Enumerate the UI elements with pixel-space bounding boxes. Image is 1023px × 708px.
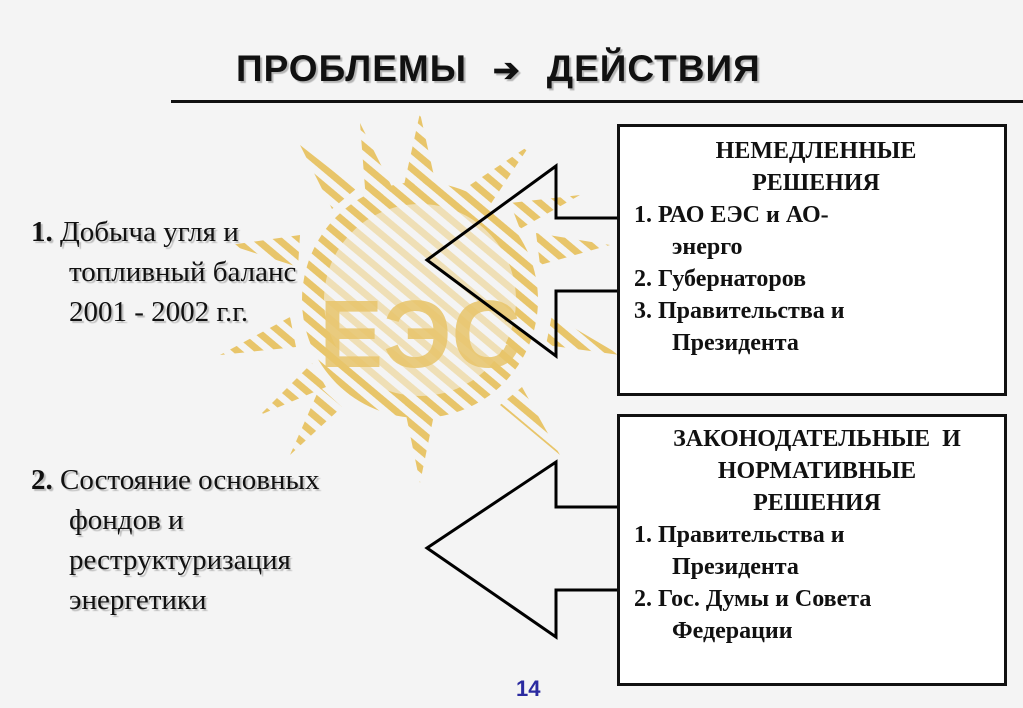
ees-logo-watermark: ЕЭС [220, 113, 620, 483]
right-arrow-icon: ➔ [492, 52, 521, 88]
left-arrow-1 [424, 163, 622, 359]
box-1-item-2: 2. Губернаторов [634, 263, 998, 295]
box-2-heading-1: ЗАКОНОДАТЕЛЬНЫЕ И [673, 426, 961, 452]
box-1-item-3-number: 3. [634, 298, 652, 324]
box-2-item-2: 2. Гос. Думы и Совета [634, 583, 1000, 615]
globe [324, 204, 516, 396]
box-1-heading-2: РЕШЕНИЯ [752, 170, 880, 196]
problem-1: 1. Добыча угля и топливный баланс 2001 -… [31, 212, 296, 332]
immediate-decisions-box: НЕМЕДЛЕННЫЕ РЕШЕНИЯ 1. РАО ЕЭС и АО- эне… [617, 124, 1007, 396]
left-arrow-2 [424, 459, 622, 640]
title-problems: ПРОБЛЕМЫ [236, 48, 467, 89]
box-2-heading-3: РЕШЕНИЯ [753, 490, 881, 516]
box-2-item-2-cont: Федерации [672, 618, 793, 644]
box-2-item-1-text: Правительства и [658, 522, 845, 548]
box-1-item-3: 3. Правительства и [634, 295, 998, 327]
problem-2-number: 2. [31, 464, 53, 496]
problem-1-line-2: топливный баланс [69, 256, 297, 288]
page-number: 14 [516, 676, 541, 701]
problem-2-line-2: фондов и [69, 504, 184, 536]
problem-2-line-3: реструктуризация [69, 544, 291, 576]
box-1-item-2-number: 2. [634, 266, 652, 292]
box-2-item-1-number: 1. [634, 522, 652, 548]
box-1-item-1-cont: энерго [672, 234, 743, 260]
slide-title: ПРОБЛЕМЫ ➔ ДЕЙСТВИЯ [236, 48, 761, 90]
box-2-item-1-cont: Президента [672, 554, 799, 580]
box-1-item-2-text: Губернаторов [658, 266, 807, 292]
box-1-item-3-cont: Президента [672, 330, 799, 356]
box-2-item-2-number: 2. [634, 586, 652, 612]
box-2-item-2-text: Гос. Думы и Совета [658, 586, 872, 612]
problem-1-line-3: 2001 - 2002 г.г. [69, 296, 249, 328]
problem-2: 2. Состояние основных фондов и реструкту… [31, 460, 320, 620]
box-1-item-1: 1. РАО ЕЭС и АО- [634, 199, 998, 231]
box-1-item-1-number: 1. [634, 202, 652, 228]
legislative-decisions-box: ЗАКОНОДАТЕЛЬНЫЕ И НОРМАТИВНЫЕ РЕШЕНИЯ 1.… [617, 414, 1007, 686]
title-actions: ДЕЙСТВИЯ [546, 48, 761, 89]
logo-text: ЕЭС [319, 281, 521, 388]
problem-1-number: 1. [31, 216, 53, 248]
box-1-item-3-text: Правительства и [658, 298, 845, 324]
problem-1-line-1: Добыча угля и [60, 216, 239, 248]
box-2-heading-2: НОРМАТИВНЫЕ [717, 458, 917, 484]
box-1-heading-1: НЕМЕДЛЕННЫЕ [715, 138, 917, 164]
problem-2-line-1: Состояние основных [60, 464, 320, 496]
sun-rays [220, 113, 620, 483]
box-1-item-1-text: РАО ЕЭС и АО- [658, 202, 829, 228]
problem-2-line-4: энергетики [69, 584, 207, 616]
box-2-item-1: 1. Правительства и [634, 519, 1000, 551]
title-underline [171, 100, 1023, 103]
